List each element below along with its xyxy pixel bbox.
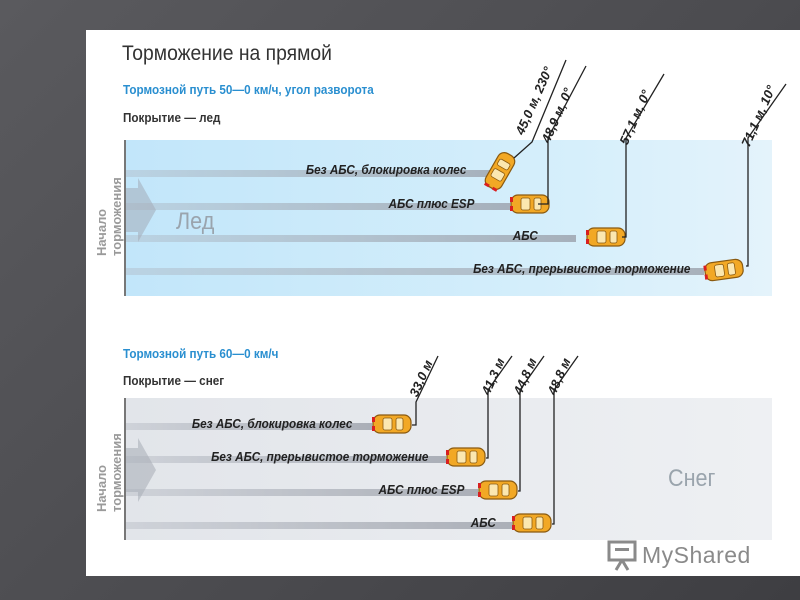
car-icon [512,513,552,533]
car-icon [703,258,744,282]
snow-panel [124,398,772,540]
presentation-board-icon [607,540,637,571]
snow-track [126,423,372,430]
snow-track [126,456,446,463]
snow-start-line [124,398,126,540]
ice-run-label: Без АБС, блокировка колес [305,162,466,177]
ice-subtitle: Тормозной путь 50—0 км/ч, угол разворота [123,82,374,97]
logo-text: MyShared [642,542,751,568]
snow-track [126,522,512,529]
ice-run-label: АБС [512,228,538,243]
ice-run-label: Без АБС, прерывистое торможение [472,261,690,276]
page-title: Торможение на прямой [122,42,332,65]
ice-surface-label: Лед [176,208,215,235]
snow-subtitle: Тормозной путь 60—0 км/ч [123,346,279,361]
ice-track [126,268,704,275]
ice-run-label: АБС плюс ESP [388,196,474,211]
ice-track [126,235,576,242]
snow-surface-label: Снег [668,465,716,492]
snow-track [126,489,478,496]
car-icon [372,414,412,434]
car-icon [586,227,626,247]
site-logo: MyShared [606,538,786,574]
snow-coverage: Покрытие — снег [123,373,225,388]
measurement-leaders [412,59,787,525]
snow-run-label: Без АБС, блокировка колес [191,416,352,431]
car-icon [483,152,516,192]
snow-start-arrow-icon [126,438,156,502]
slide: Торможение на прямой Тормозной путь 50—0… [86,30,800,576]
car-icon [510,194,550,214]
ice-coverage: Покрытие — лед [123,110,221,125]
snow-run-label: АБС [470,515,496,530]
ice-start-line [124,140,126,296]
car-icon [478,480,518,500]
ice-track [126,170,504,177]
snow-run-label: АБС плюс ESP [378,482,464,497]
car-icon [446,447,486,467]
snow-run-label: Без АБС, прерывистое торможение [210,449,428,464]
ice-start-arrow-icon [126,178,156,242]
ice-track [126,203,510,210]
